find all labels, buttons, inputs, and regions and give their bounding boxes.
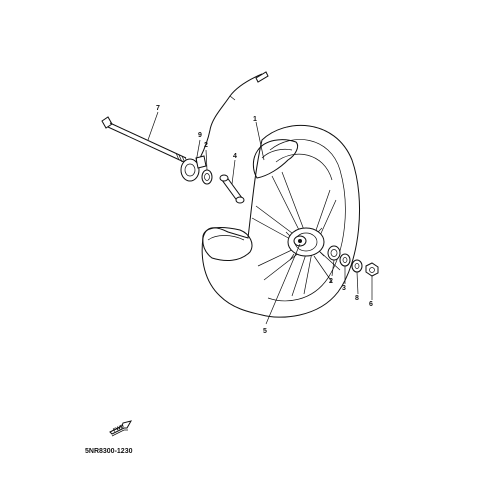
callout-oil-seal-left: 2 — [204, 142, 208, 149]
callout-oil-seal-right: 2 — [329, 278, 333, 285]
leader-lines — [147, 111, 373, 325]
collar-right — [351, 259, 363, 273]
tire-outline — [201, 124, 360, 318]
callout-axle: 7 — [156, 105, 160, 112]
wheel-hub — [285, 227, 325, 261]
fwd-arrow-icon: FWD — [109, 420, 133, 437]
callout-wheel: 1 — [253, 116, 257, 123]
callout-collar: 4 — [233, 153, 237, 160]
wheel-spokes — [251, 171, 341, 297]
tire-cutaway-top — [252, 139, 299, 179]
callout-collar-right: 8 — [355, 295, 359, 302]
callout-nut: 6 — [369, 301, 373, 308]
axle — [101, 116, 189, 165]
callout-meter-gear: 9 — [198, 132, 202, 139]
axle-nut — [365, 262, 379, 277]
bearing-right — [339, 253, 351, 267]
callout-bearing: 5 — [263, 328, 267, 335]
rim-edge — [267, 139, 346, 302]
oil-seal-left — [201, 169, 213, 185]
fwd-label: FWD — [112, 423, 125, 434]
speedometer-cable — [199, 73, 263, 159]
tire-cutaway-bottom — [202, 227, 253, 261]
wheel-assembly — [201, 124, 360, 318]
reference-code: 5NR8300-1230 — [85, 448, 133, 455]
callouts: 1 9 2 4 7 5 2 3 8 6 — [156, 105, 373, 335]
oil-seal-right — [327, 245, 341, 261]
collar — [219, 174, 245, 204]
meter-gear — [180, 71, 269, 182]
callout-bearing-right: 3 — [342, 285, 346, 292]
